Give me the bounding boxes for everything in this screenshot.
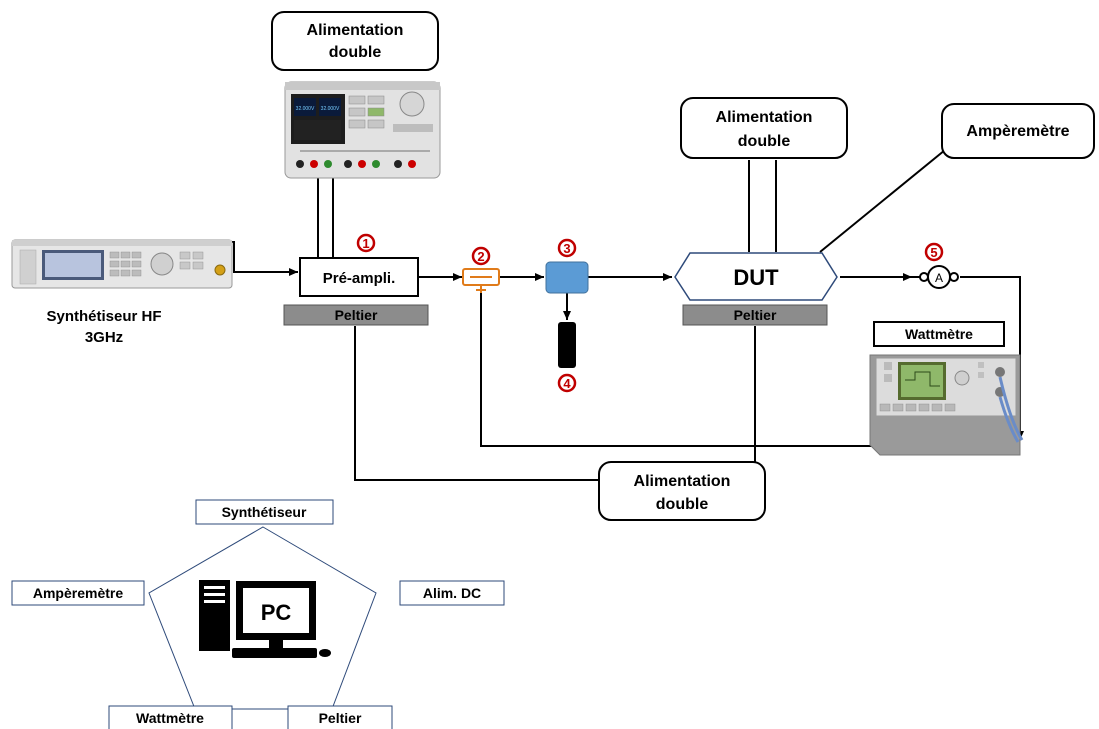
bottom-supply-line2: double	[656, 496, 709, 513]
top-supply-label: Alimentation double	[271, 11, 439, 71]
peltier-right-label: Peltier	[734, 307, 777, 323]
synth-label-line1: Synthétiseur HF	[46, 308, 161, 325]
svg-text:4: 4	[563, 376, 571, 391]
peltier-left-wire	[354, 326, 598, 481]
preampli-block: Pré-ampli.	[299, 257, 419, 297]
svg-text:32.000V: 32.000V	[321, 106, 340, 112]
ammeter-icon: A	[912, 265, 959, 289]
preampli-label: Pré-ampli.	[323, 270, 396, 287]
peltier-left-label: Peltier	[335, 307, 378, 323]
top-supply-line2: double	[329, 44, 382, 61]
marker-3: 3	[557, 238, 577, 258]
pentagon-bottom-right-text: Peltier	[319, 710, 362, 726]
amperemetre-text: Ampèremètre	[966, 123, 1069, 140]
rf-synthesizer-icon	[11, 239, 233, 289]
power-meter-icon	[869, 354, 1024, 456]
pentagon-right-text: Alim. DC	[423, 585, 481, 601]
synth-label-line2: 3GHz	[85, 329, 123, 346]
load-block	[558, 322, 576, 368]
marker-5: 5	[924, 242, 944, 262]
ammeter-letter: A	[935, 271, 943, 285]
wattmetre-text: Wattmètre	[905, 326, 973, 342]
pentagon-label-top: Synthétiseur	[195, 499, 334, 525]
synth-label: Synthétiseur HF 3GHz	[46, 308, 161, 346]
svg-text:32.000V: 32.000V	[296, 106, 315, 112]
coupler-icon	[462, 268, 500, 293]
wattmetre-label: Wattmètre	[873, 321, 1005, 347]
dut-supply-line1: Alimentation	[716, 109, 813, 126]
pentagon-top-text: Synthétiseur	[222, 504, 307, 520]
pentagon-bottom-left-text: Wattmètre	[136, 710, 204, 726]
amperemetre-pointer	[819, 149, 946, 253]
marker-1: 1	[356, 233, 376, 253]
svg-text:1: 1	[362, 236, 369, 251]
marker-2: 2	[471, 246, 491, 266]
pentagon-label-bottom-left: Wattmètre	[108, 705, 233, 729]
top-supply-line1: Alimentation	[307, 22, 404, 39]
attenuator-block	[545, 261, 589, 294]
svg-text:2: 2	[477, 249, 484, 264]
pentagon-label-bottom-right: Peltier	[287, 705, 393, 729]
svg-text:3: 3	[563, 241, 570, 256]
desktop-computer-icon: PC	[199, 580, 331, 658]
peltier-right: Peltier	[682, 304, 828, 326]
amperemetre-label: Ampèremètre	[941, 103, 1095, 159]
dut-supply-label: Alimentation double	[680, 97, 848, 159]
bottom-supply-label: Alimentation double	[598, 461, 766, 521]
peltier-left: Peltier	[283, 304, 429, 326]
svg-text:5: 5	[930, 245, 937, 260]
dut-block: DUT	[674, 252, 838, 301]
bottom-supply-line1: Alimentation	[634, 473, 731, 490]
pentagon-left-text: Ampèremètre	[33, 585, 123, 601]
pentagon-label-left: Ampèremètre	[11, 580, 145, 606]
pc-label: PC	[261, 600, 292, 625]
wires	[170, 149, 1024, 481]
pentagon-label-right: Alim. DC	[399, 580, 505, 606]
dut-label: DUT	[733, 265, 779, 290]
marker-4: 4	[557, 373, 577, 393]
dut-supply-line2: double	[738, 133, 791, 150]
coupler-to-wattmeter-wire	[480, 293, 1015, 450]
dc-power-supply-icon: 32.000V 32.000V	[284, 81, 441, 179]
